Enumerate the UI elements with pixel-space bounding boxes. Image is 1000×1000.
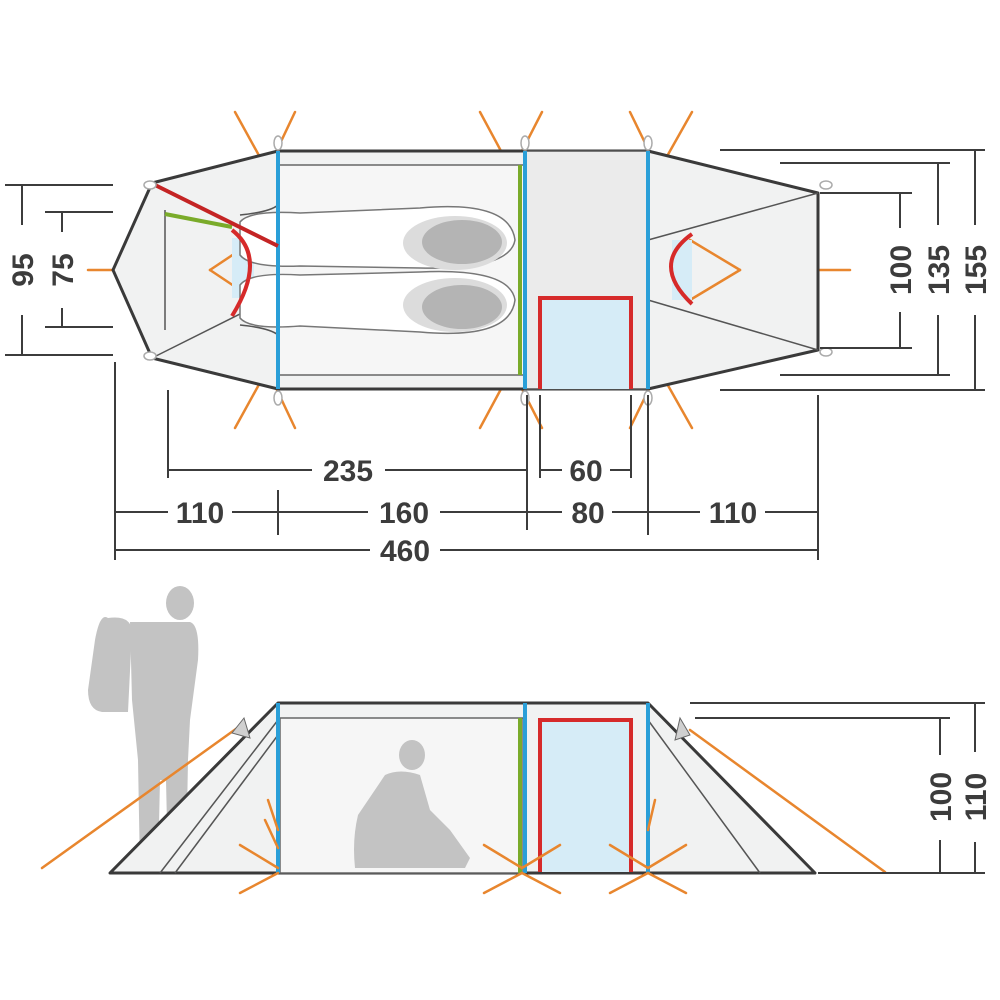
top-pegs bbox=[143, 135, 833, 406]
height-100-label: 100 bbox=[925, 772, 958, 822]
inner-tent-area bbox=[277, 164, 526, 376]
height-dimensions: 100 110 bbox=[690, 702, 993, 874]
height-110-label: 110 bbox=[960, 773, 993, 821]
length-dimensions: 235 60 110 160 80 110 460 bbox=[114, 362, 819, 568]
total-length-460-label: 460 bbox=[380, 535, 430, 568]
width-95-label: 95 bbox=[7, 253, 40, 286]
vestibule-front-110-label: 110 bbox=[176, 497, 224, 530]
door-60-label: 60 bbox=[569, 455, 602, 488]
left-width-dimensions: 95 75 bbox=[5, 184, 113, 356]
sitting-person-silhouette bbox=[354, 740, 470, 868]
right-width-dimensions: 100 135 155 bbox=[720, 149, 993, 391]
side-guy-lines bbox=[238, 798, 688, 895]
top-door-window bbox=[540, 298, 631, 389]
side-view: 100 110 bbox=[40, 586, 993, 895]
vestibule-rear-110-label: 110 bbox=[709, 497, 757, 530]
width-100-label: 100 bbox=[885, 245, 918, 295]
top-poles bbox=[154, 151, 694, 389]
middle-80-label: 80 bbox=[571, 497, 604, 530]
width-135-label: 135 bbox=[923, 245, 956, 295]
inner-160-label: 160 bbox=[379, 497, 429, 530]
top-view: 95 75 100 135 155 bbox=[5, 110, 993, 568]
length-235-label: 235 bbox=[323, 455, 373, 488]
sleeping-bag-icon bbox=[239, 205, 516, 335]
width-155-label: 155 bbox=[960, 245, 993, 295]
width-75-label: 75 bbox=[47, 253, 80, 286]
